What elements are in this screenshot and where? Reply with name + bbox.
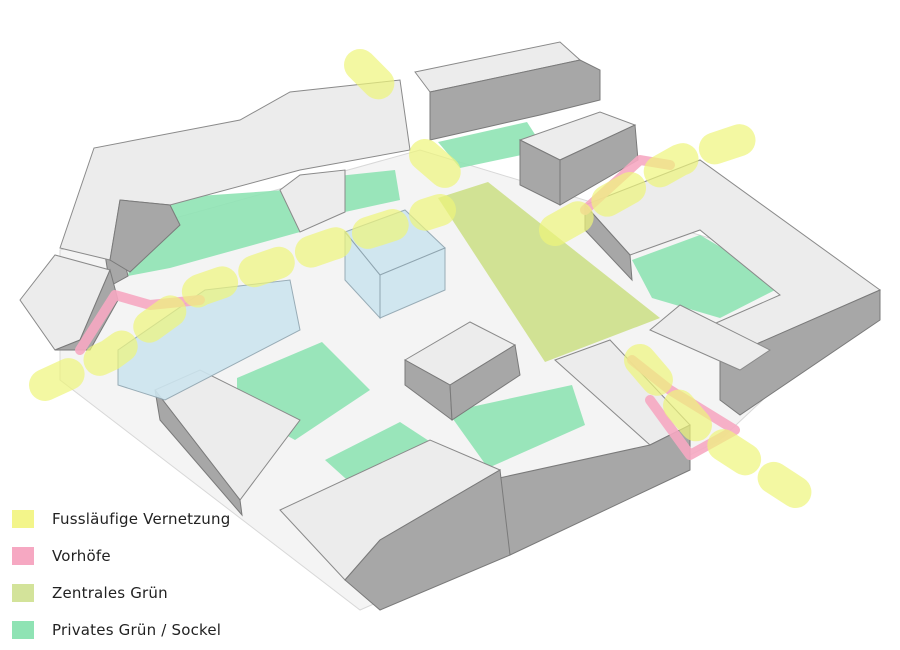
legend-swatch-path — [12, 509, 34, 528]
legend-item-forecourt: Vorhöfe — [12, 537, 230, 574]
legend: Fussläufige Vernetzung Vorhöfe Zentrales… — [12, 500, 230, 648]
legend-label-central-green: Zentrales Grün — [52, 583, 168, 602]
legend-item-path: Fussläufige Vernetzung — [12, 500, 230, 537]
legend-label-private-green: Privates Grün / Sockel — [52, 620, 222, 639]
central-green-area — [438, 182, 660, 362]
legend-swatch-central-green — [12, 583, 34, 602]
legend-label-path: Fussläufige Vernetzung — [52, 509, 231, 528]
legend-label-forecourt: Vorhöfe — [52, 546, 111, 565]
legend-swatch-private-green — [12, 620, 34, 639]
buildings-north-west — [19, 79, 411, 351]
legend-swatch-forecourt — [12, 546, 34, 565]
legend-item-private-green: Privates Grün / Sockel — [12, 611, 230, 648]
buildings-north-east — [414, 41, 639, 206]
pedestrian-paths — [29, 49, 816, 511]
buildings-south — [154, 321, 691, 611]
legend-item-central-green: Zentrales Grün — [12, 574, 230, 611]
